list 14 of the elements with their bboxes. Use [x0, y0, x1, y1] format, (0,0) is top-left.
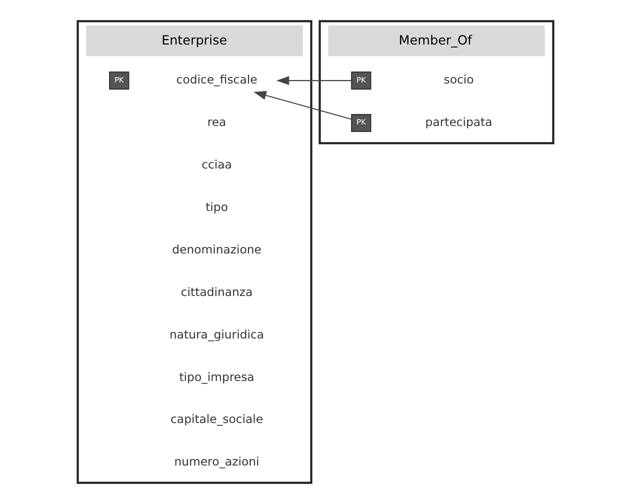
- node-text: cciaa: [202, 157, 232, 172]
- node-text: numero_azioni: [174, 454, 260, 469]
- node-text: socio: [444, 72, 474, 87]
- arrow: [254, 91, 352, 120]
- node-text: tipo_impresa: [179, 370, 254, 384]
- node-text: capitale_sociale: [170, 412, 264, 426]
- node-text: denominazione: [172, 242, 262, 256]
- node-text: natura_giuridica: [170, 327, 264, 342]
- node-text: rea: [207, 115, 226, 130]
- node-text: cittadinanza: [180, 284, 253, 299]
- node-text: tipo: [206, 200, 228, 214]
- arrow: [276, 76, 352, 86]
- node-text: partecipata: [425, 115, 492, 130]
- node-text: codice_fiscale: [176, 72, 258, 87]
